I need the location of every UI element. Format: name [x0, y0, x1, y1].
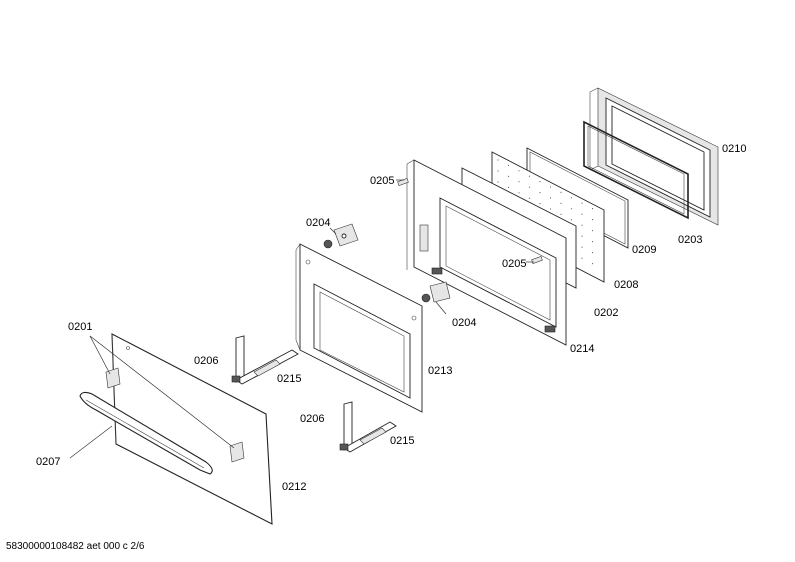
perforation-dot: [560, 213, 562, 215]
perforation-dot: [591, 252, 594, 254]
perforation-dot: [507, 175, 510, 177]
perforation-dot: [507, 186, 510, 188]
perforation-dot: [581, 224, 583, 226]
part-0204-bracket-upper: [323, 223, 359, 249]
perforation-dot: [528, 175, 531, 177]
perforation-dot: [539, 181, 541, 183]
label-0209: 0209: [632, 244, 656, 256]
perforation-dot: [591, 208, 594, 210]
perforation-dot: [497, 159, 499, 161]
perforation-dot: [528, 197, 531, 199]
label-0204-lower: 0204: [452, 317, 476, 329]
label-0204-upper: 0204: [306, 217, 330, 229]
label-0203: 0203: [678, 234, 702, 246]
label-0208: 0208: [614, 279, 638, 291]
perforation-dot: [570, 197, 573, 199]
leader-lines: [69, 179, 534, 459]
perforation-dot: [581, 213, 583, 215]
perforation-dot: [570, 219, 573, 221]
perforation-dot: [497, 181, 499, 183]
perforation-dot: [591, 230, 594, 232]
label-0215-lower: 0215: [390, 435, 414, 447]
perforation-dot: [591, 241, 594, 243]
part-0215-hinge-upper: [231, 335, 299, 385]
label-0215-upper: 0215: [277, 373, 301, 385]
perforation-dot: [581, 246, 583, 248]
label-0201: 0201: [68, 321, 92, 333]
perforation-dot: [518, 170, 520, 172]
label-0206-upper: 0206: [194, 355, 218, 367]
label-0205-lower: 0205: [502, 258, 526, 270]
perforation-dot: [507, 164, 510, 166]
label-0213: 0213: [428, 365, 452, 377]
label-0206-lower: 0206: [300, 413, 324, 425]
perforation-dot: [570, 208, 573, 210]
perforation-dot: [591, 219, 594, 221]
perforation-dot: [497, 170, 499, 172]
perforation-dot: [581, 257, 583, 259]
part-0215-hinge-lower: [339, 401, 397, 453]
part-0204-bracket-lower: [421, 281, 451, 303]
label-0214: 0214: [570, 343, 594, 355]
perforation-dot: [549, 208, 552, 210]
perforation-dot: [528, 186, 531, 188]
perforation-dot: [581, 235, 583, 237]
perforation-dot: [581, 202, 583, 204]
perforation-dot: [549, 197, 552, 199]
label-0207: 0207: [36, 456, 60, 468]
part-0201-mount-right: [229, 441, 245, 463]
label-0212: 0212: [282, 481, 306, 493]
perforation-dot: [560, 191, 562, 193]
part-0207-handle: [79, 391, 213, 475]
part-0203-gasket: [583, 120, 689, 220]
perforation-dot: [539, 203, 541, 205]
perforation-dot: [518, 181, 520, 183]
part-0213-middle-frame: [295, 243, 423, 413]
label-0205-upper: 0205: [370, 175, 394, 187]
perforation-dot: [539, 192, 541, 194]
drawing-number: 58300000108482 aet 000 c 2/6: [6, 541, 145, 552]
label-0210: 0210: [722, 143, 746, 155]
perforation-dot: [549, 186, 552, 188]
perforation-dot: [591, 263, 594, 265]
perforation-dot: [560, 202, 562, 204]
part-0214-inner-frame: [406, 159, 567, 346]
perforation-dot: [518, 192, 520, 194]
label-0202: 0202: [594, 307, 618, 319]
